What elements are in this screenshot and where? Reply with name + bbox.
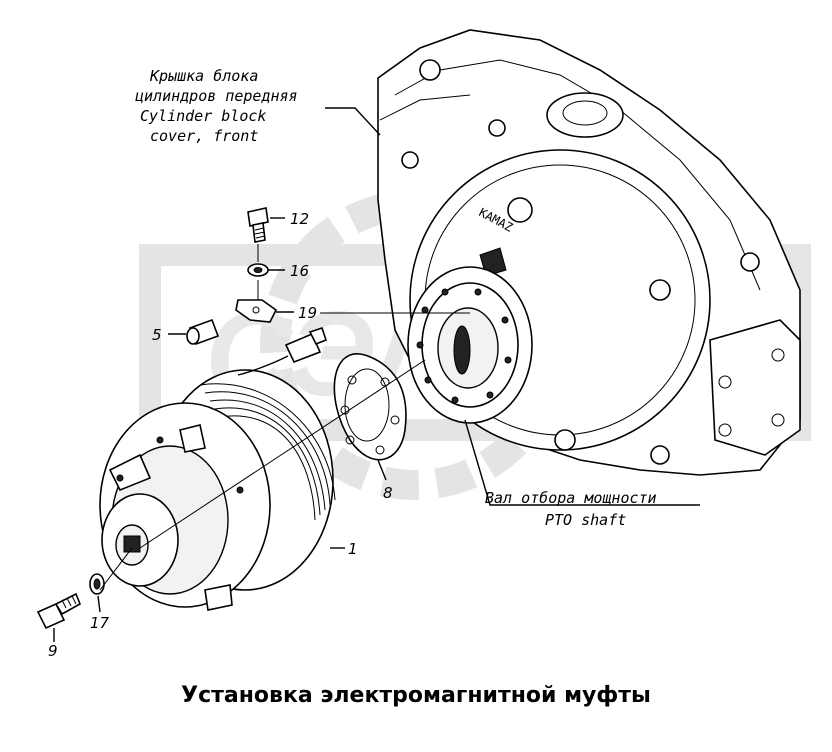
assembly-lines (99, 244, 470, 591)
pto-label: Вал отбора мощности PTO shaft (485, 489, 657, 529)
cover-label: Крышка блока цилиндров передняя Cylinder… (135, 67, 298, 145)
callout-9: 9 (48, 642, 58, 660)
leader-lines (53, 107, 700, 642)
bolt-9 (36, 592, 82, 630)
washer-17 (89, 573, 105, 595)
callout-numbers: 12 16 19 5 8 1 17 9 (48, 210, 393, 660)
cover-label-en-2: cover, front (150, 127, 258, 145)
figure-caption: Установка электромагнитной муфты (181, 683, 651, 708)
callout-17: 17 (90, 614, 110, 632)
spacer-5 (186, 318, 220, 346)
callout-8: 8 (383, 484, 393, 502)
bolt-12 (247, 207, 269, 243)
electromagnetic-clutch-1 (99, 369, 336, 611)
pto-shaft-flange (407, 266, 533, 424)
callout-1: 1 (348, 540, 358, 558)
callout-12: 12 (290, 210, 309, 228)
wire-connector (237, 326, 327, 376)
gasket-8 (333, 353, 407, 461)
cover-label-ru-1: Крышка блока (149, 67, 258, 85)
pto-label-en: PTO shaft (545, 511, 626, 529)
washer-16 (247, 263, 269, 277)
callout-16: 16 (290, 262, 309, 280)
cover-label-en-1: Cylinder block (140, 107, 266, 125)
pto-label-ru: Вал отбора мощности (485, 489, 657, 507)
callout-5: 5 (152, 326, 162, 344)
bracket-19 (235, 299, 278, 323)
callout-19: 19 (298, 304, 317, 322)
cover-label-ru-2: цилиндров передняя (135, 87, 298, 105)
